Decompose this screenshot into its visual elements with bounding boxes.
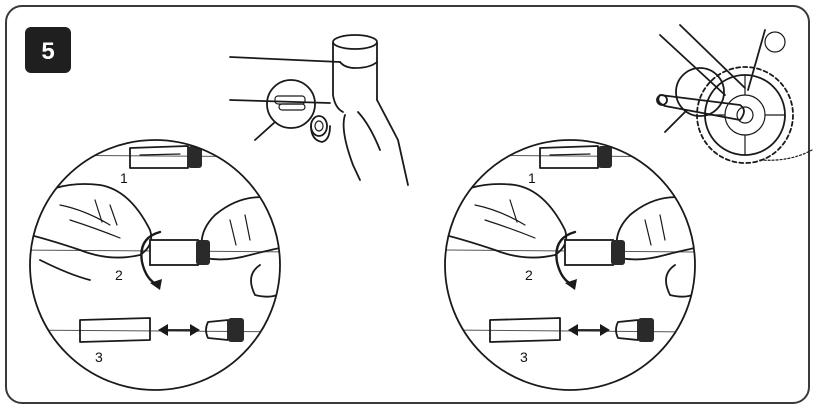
hands-twisting (30, 183, 280, 298)
adjuster-separated-right (489, 317, 654, 343)
adjuster-twisting (140, 230, 210, 290)
bike-frame-head (229, 34, 409, 186)
detail-circle-left: 1 2 3 (29, 139, 281, 391)
left-label-1: 1 (120, 170, 128, 186)
adjuster-separated (79, 317, 244, 343)
step-number: 5 (41, 38, 54, 65)
right-label-2: 2 (525, 267, 533, 283)
detail-circle-right: 1 2 3 (444, 139, 696, 391)
left-label-3: 3 (95, 349, 103, 365)
zoom-marker-right (675, 67, 725, 117)
adjuster-twisting-right (555, 230, 625, 290)
left-label-2: 2 (115, 267, 123, 283)
crankset (656, 24, 813, 164)
adjuster-assembled (129, 145, 202, 169)
right-label-3: 3 (520, 349, 528, 365)
adjuster-assembled-right (539, 145, 612, 169)
right-label-1: 1 (528, 170, 536, 186)
step-badge: 5 (25, 27, 71, 73)
panel-frame (5, 5, 810, 404)
zoom-marker-left (266, 79, 316, 129)
